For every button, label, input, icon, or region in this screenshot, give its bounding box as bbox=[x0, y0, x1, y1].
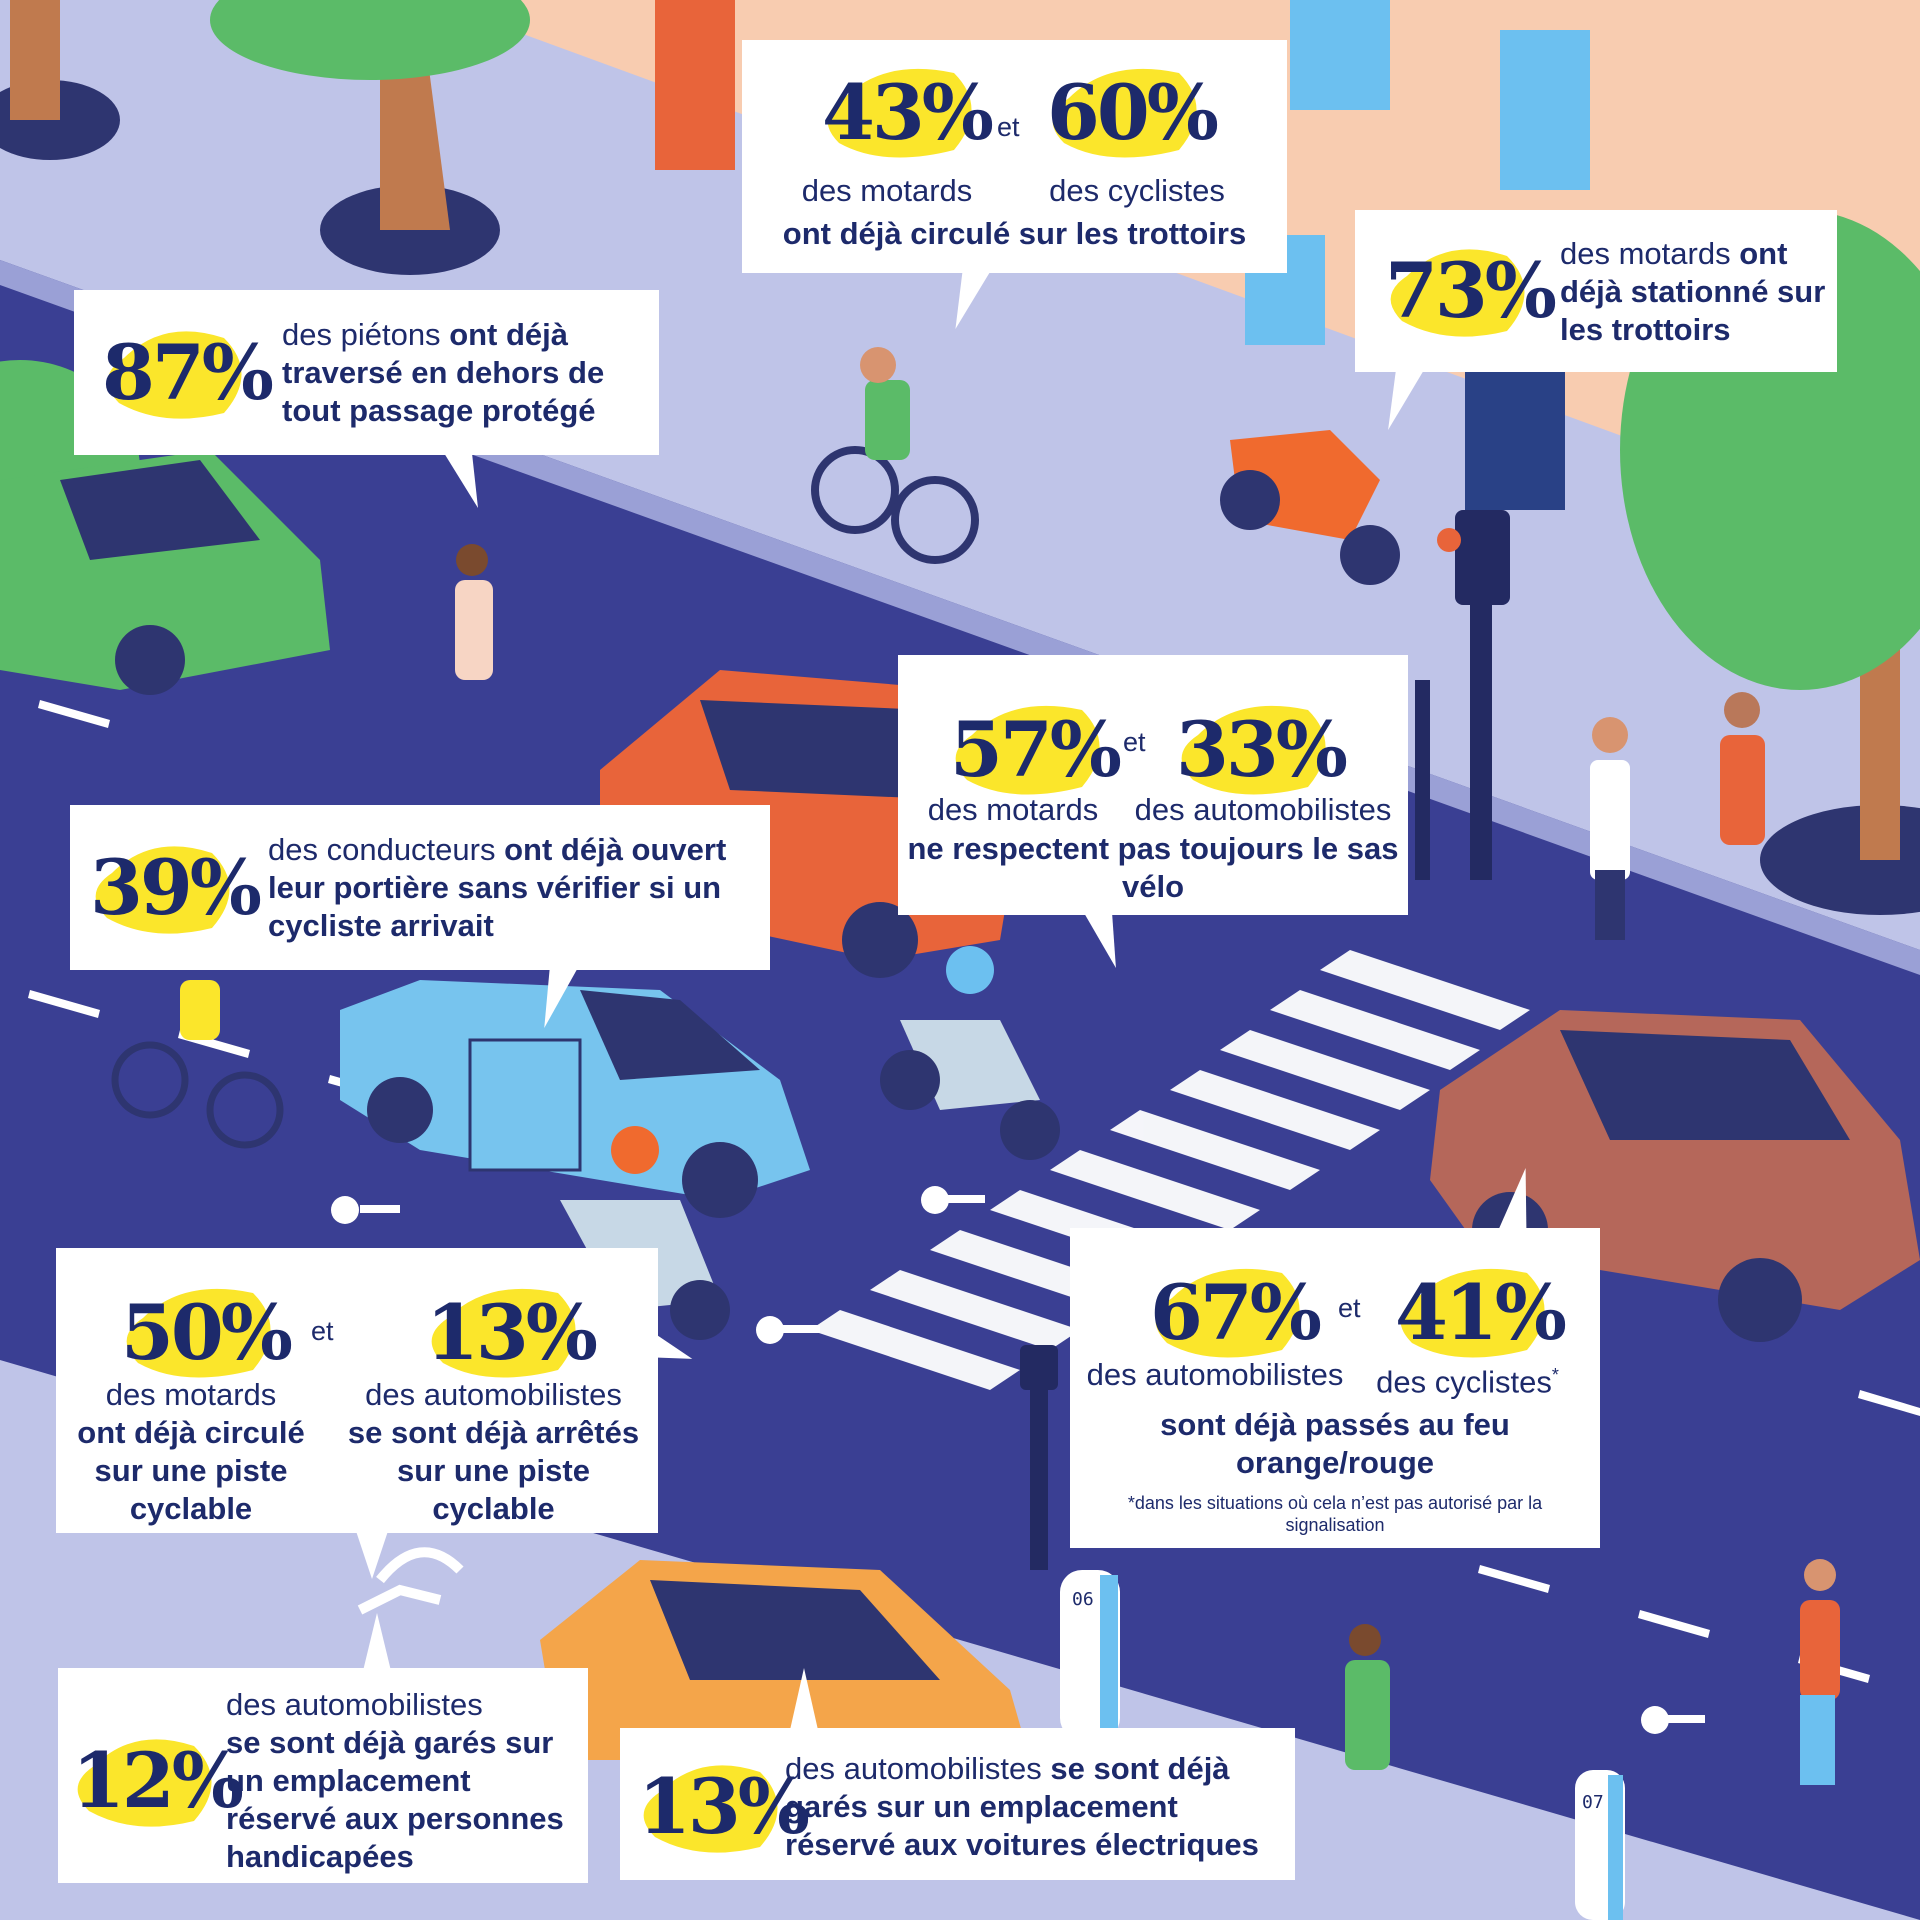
callout-disabled-parking: 12% des automobilistes se sont déjà garé… bbox=[58, 1613, 588, 1883]
sidewalk-riding-bold: ont déjà circulé sur les trottoirs bbox=[782, 216, 1247, 251]
red-light-label-b: des cyclistes bbox=[1376, 1364, 1552, 1400]
bike-lane-bold-b: se sont déjà arrêtés sur une piste cycla… bbox=[347, 1415, 640, 1526]
callout-bike-lane: 50% et 13% des motards ont déjà circulé … bbox=[56, 1248, 699, 1579]
percent-73: 73% bbox=[1385, 246, 1557, 337]
bike-lane-label-a: des motards bbox=[105, 1377, 277, 1412]
bike-lane-bold-a: ont déjà circulé sur une piste cyclable bbox=[77, 1415, 305, 1526]
callout-bike-box: 57% et 33% des motards des automobiliste… bbox=[898, 655, 1408, 968]
percent-60: 60% bbox=[1047, 68, 1219, 158]
pedestrians bbox=[455, 544, 1840, 1785]
pedestrians-lead: des piétons bbox=[282, 317, 441, 352]
red-light-bold: sont déjà passés au feu orange/rouge bbox=[1160, 1407, 1510, 1480]
ev-charger-06 bbox=[1060, 1570, 1120, 1740]
percent-33: 33% bbox=[1176, 705, 1348, 795]
scooter-orange bbox=[1220, 430, 1400, 585]
car-orange bbox=[540, 1560, 1030, 1760]
motorcyclist-mid bbox=[880, 946, 1060, 1160]
disabled-parking-lead: des automobilistes bbox=[226, 1687, 483, 1722]
sidewalk-parking-bold: ont déjà stationné sur les trottoirs bbox=[1560, 236, 1826, 347]
bike-box-label-a: des motards bbox=[927, 792, 1099, 827]
sidewalk-riding-label-b: des cyclistes bbox=[1049, 173, 1225, 208]
percent-39: 39% bbox=[90, 843, 262, 934]
ev-parking-lead: des automobilistes bbox=[785, 1751, 1042, 1786]
sidewalk-parking-lead: des motards bbox=[1560, 236, 1731, 271]
disabled-parking-icon bbox=[357, 1547, 464, 1615]
tree-tl bbox=[0, 0, 530, 275]
disabled-parking-bold: se sont déjà garés sur un emplacement ré… bbox=[226, 1725, 564, 1874]
ev-charger-07 bbox=[1575, 1770, 1625, 1920]
ev-parking-bold: se sont déjà garés sur un emplacement ré… bbox=[785, 1751, 1259, 1862]
charger-label-06: 06 bbox=[1072, 1589, 1094, 1610]
pedestrians-bold: ont déjà traversé en dehors de tout pass… bbox=[282, 317, 605, 428]
charger-label-07: 07 bbox=[1582, 1792, 1604, 1813]
building-details bbox=[655, 0, 1590, 510]
et-sidewalk-riding: et bbox=[997, 112, 1020, 142]
et-bike-lane: et bbox=[311, 1316, 334, 1346]
traffic-light bbox=[1020, 510, 1510, 1570]
callout-door-opening: 39% des conducteurs ont déjà ouvert leur… bbox=[70, 805, 770, 1028]
et-red-light: et bbox=[1338, 1293, 1361, 1323]
car-blue bbox=[340, 980, 810, 1218]
bike-lane-label-b: des automobilistes bbox=[365, 1377, 622, 1412]
cyclist-top bbox=[811, 347, 979, 564]
et-bike-box: et bbox=[1123, 727, 1146, 757]
callout-pedestrians: 87% des piétons ont déjà traversé en deh… bbox=[74, 290, 659, 508]
percent-50: 50% bbox=[121, 1288, 293, 1378]
callout-sidewalk-parking: 73% des motards ont déjà stationné sur l… bbox=[1355, 210, 1837, 430]
bike-lane-pictograms bbox=[331, 1186, 1705, 1734]
red-light-asterisk: * bbox=[1551, 1365, 1559, 1385]
callout-sidewalk-riding: 43% et 60% des motards des cyclistes ont… bbox=[742, 40, 1287, 329]
callout-red-light: 67% et 41% des automobilistes des cyclis… bbox=[1070, 1168, 1600, 1548]
percent-41: 41% bbox=[1395, 1268, 1567, 1358]
bike-box-label-b: des automobilistes bbox=[1134, 792, 1392, 827]
red-light-footnote: *dans les situations où cela n’est pas a… bbox=[1127, 1493, 1543, 1535]
percent-87: 87% bbox=[102, 328, 274, 419]
percent-12: 12% bbox=[72, 1736, 244, 1827]
sidewalk-riding-label-a: des motards bbox=[801, 173, 973, 208]
cyclist-left bbox=[111, 980, 284, 1149]
bike-box-bold: ne respectent pas toujours le sas vélo bbox=[907, 831, 1399, 904]
percent-43: 43% bbox=[822, 68, 994, 158]
car-green bbox=[0, 450, 330, 695]
percent-57: 57% bbox=[950, 705, 1122, 795]
callout-ev-parking: 13% des automobilistes se sont déjà garé… bbox=[620, 1668, 1295, 1880]
red-light-label-a: des automobilistes bbox=[1086, 1357, 1344, 1392]
door-opening-lead: des conducteurs bbox=[268, 832, 496, 867]
percent-13-lane: 13% bbox=[426, 1288, 598, 1378]
percent-67: 67% bbox=[1150, 1268, 1322, 1358]
door-opening-bold: ont déjà ouvert leur portière sans vérif… bbox=[268, 832, 727, 943]
percent-13-ev: 13% bbox=[638, 1762, 810, 1853]
